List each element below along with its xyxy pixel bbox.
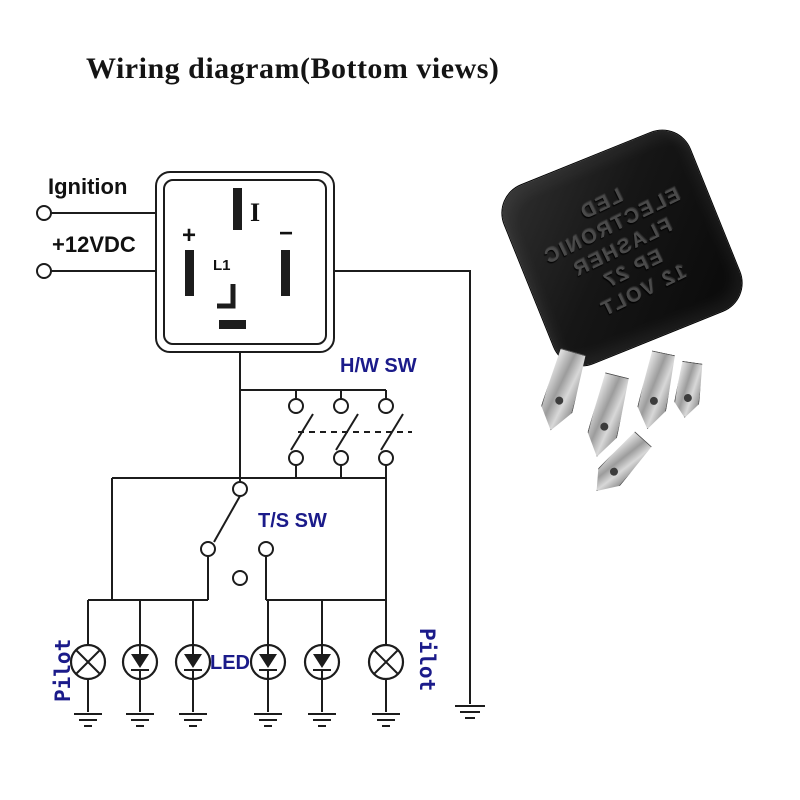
relay-spade-terminal-3 <box>633 350 678 432</box>
relay-pin-l1-label: L1 <box>213 257 231 274</box>
hazard-switch: H/W SW <box>288 355 417 466</box>
relay-pin-minus-blade <box>281 250 290 296</box>
wire-ground-rail <box>334 270 471 704</box>
turn-right-terminal <box>258 541 274 557</box>
relay-spade-terminal-5 <box>672 361 705 420</box>
ignition-label: Ignition <box>48 174 127 199</box>
supply-label: +12VDC <box>52 232 136 257</box>
terminal-hole <box>554 396 564 406</box>
relay-pin-bottom-blade <box>219 320 246 329</box>
lamp-row: Pilot Pilot LED <box>51 628 439 702</box>
relay-spade-terminal-1 <box>535 347 588 435</box>
pilot-left-label: Pilot <box>51 639 75 702</box>
relay-pin-i-blade <box>233 188 242 230</box>
led-lamp-3 <box>249 643 287 681</box>
turn-off-terminal <box>232 570 248 586</box>
pilot-right-label: Pilot <box>415 628 439 691</box>
turn-signal-switch: T/S SW <box>200 481 327 586</box>
ground-icon <box>372 713 400 727</box>
turn-lever <box>213 495 241 543</box>
relay-outline: I + − L1 <box>155 171 335 353</box>
ground-icon <box>74 713 102 727</box>
terminal-hole <box>649 396 658 405</box>
terminal-hole <box>600 421 610 431</box>
ground-icon <box>254 713 282 727</box>
relay-pin-minus-label: − <box>279 220 293 247</box>
terminal-hole <box>683 394 692 403</box>
relay-pin-plus-blade <box>185 250 194 296</box>
led-lamp-2 <box>174 643 212 681</box>
ground-icon <box>179 713 207 727</box>
turn-switch-label: T/S SW <box>258 510 327 532</box>
pilot-lamp-left <box>69 643 107 681</box>
ground-symbols <box>74 705 485 727</box>
relay-label-text: LED ELECTRONIC FLASHER EP 27 12 VOLT <box>490 118 754 378</box>
relay-pin-i-label: I <box>250 198 260 227</box>
hazard-switch-label: H/W SW <box>340 355 417 377</box>
led-label: LED <box>210 652 250 674</box>
page-title: Wiring diagram(Bottom views) <box>86 52 500 85</box>
terminal-hole <box>608 466 619 477</box>
ground-icon <box>308 713 336 727</box>
ground-icon <box>126 713 154 727</box>
relay-pin-plus-label: + <box>182 222 196 249</box>
pilot-lamp-right <box>367 643 405 681</box>
wires <box>51 212 471 712</box>
turn-left-terminal <box>200 541 216 557</box>
led-lamp-4 <box>303 643 341 681</box>
ground-icon-rail <box>455 705 485 719</box>
led-lamp-1 <box>121 643 159 681</box>
relay-body: LED ELECTRONIC FLASHER EP 27 12 VOLT <box>493 121 751 375</box>
relay-inner-case <box>163 179 327 345</box>
relay-pin-l-blade <box>217 284 236 309</box>
